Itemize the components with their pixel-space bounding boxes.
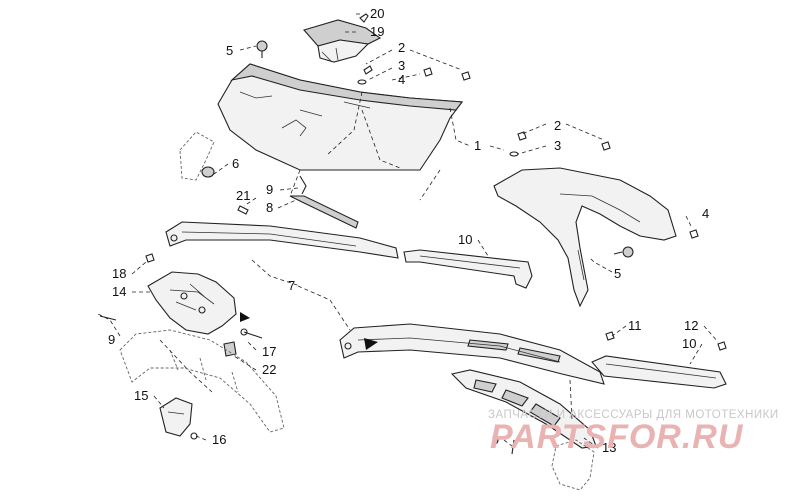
callout-15: 15 xyxy=(134,388,148,403)
part-7-upper-rail xyxy=(165,221,399,259)
chassis-outline-right xyxy=(551,439,595,491)
callout-2: 2 xyxy=(398,40,405,55)
callout-10: 10 xyxy=(458,232,472,247)
part-22-clip xyxy=(223,341,237,357)
part-21-bolt xyxy=(237,205,249,215)
part-5-push-pin-lower xyxy=(613,246,634,258)
chassis-outline-left xyxy=(119,329,285,433)
callout-12: 12 xyxy=(684,318,698,333)
callout-13: 13 xyxy=(602,440,616,455)
callout-5: 5 xyxy=(226,43,233,58)
arrow-marker-upper xyxy=(364,338,378,350)
watermark-tagline: ЗАПЧАСТИ И АКСЕССУАРЫ ДЛЯ МОТОТЕХНИКИ xyxy=(488,409,779,421)
callout-2-right: 2 xyxy=(554,118,561,133)
callout-3-right: 3 xyxy=(554,138,561,153)
part-10-upper-slide xyxy=(403,249,533,289)
part-5-push-pin-upper xyxy=(256,40,268,58)
part-18-bolt xyxy=(145,253,155,263)
callout-18: 18 xyxy=(112,266,126,281)
callout-4-right: 4 xyxy=(702,206,709,221)
part-9-lower-pin xyxy=(511,439,515,455)
callout-17: 17 xyxy=(262,344,276,359)
callout-14: 14 xyxy=(112,284,126,299)
callout-5-right: 5 xyxy=(614,266,621,281)
part-4-right-screw xyxy=(689,229,699,239)
callout-22: 22 xyxy=(262,362,276,377)
part-8-bracket-strip xyxy=(289,195,359,229)
callout-1: 1 xyxy=(474,138,481,153)
part-12-bolt xyxy=(717,341,727,351)
callout-16: 16 xyxy=(212,432,226,447)
part-2-3-right-hardware xyxy=(509,131,611,157)
callout-7: 7 xyxy=(288,278,295,293)
callout-21: 21 xyxy=(236,188,250,203)
callout-19: 19 xyxy=(370,24,384,39)
part-9-left-pin xyxy=(99,315,117,321)
callout-6: 6 xyxy=(232,156,239,171)
part-6-grommet xyxy=(179,131,215,181)
leader-lines xyxy=(97,13,719,449)
watermark: ЗАПЧАСТИ И АКСЕССУАРЫ ДЛЯ МОТОТЕХНИКИ PA… xyxy=(488,409,779,456)
part-14-mount-plate xyxy=(147,271,237,335)
part-10-lower-slide xyxy=(591,355,727,389)
callout-9-left: 9 xyxy=(108,332,115,347)
part-20-screw xyxy=(359,13,369,23)
callout-3: 3 xyxy=(398,58,405,73)
part-19-vent-bezel xyxy=(303,19,382,63)
callout-9: 9 xyxy=(266,182,273,197)
callout-labels: 20 19 5 2 3 4 6 1 2 3 9 21 8 4 10 5 18 1… xyxy=(108,6,709,455)
part-13-footrest-bracket xyxy=(450,369,597,449)
callout-20: 20 xyxy=(370,6,384,21)
part-15-bracket xyxy=(159,397,193,437)
callout-9-lower: 9 xyxy=(492,432,499,447)
part-11-bolt xyxy=(605,331,615,341)
callout-4: 4 xyxy=(398,72,405,87)
arrow-marker-left xyxy=(240,312,250,322)
part-7-lower-rail xyxy=(339,323,605,385)
callout-11: 11 xyxy=(628,318,642,333)
part-17-bolt xyxy=(240,328,263,339)
callout-10-right: 10 xyxy=(682,336,696,351)
part-9-upper-pin xyxy=(299,175,307,195)
part-1-left-side-panel xyxy=(217,63,464,171)
part-2-3-4-upper-hardware xyxy=(357,65,471,85)
part-right-side-panel xyxy=(493,167,677,308)
watermark-brand: PARTSFOR.RU xyxy=(490,418,744,456)
callout-8: 8 xyxy=(266,200,273,215)
